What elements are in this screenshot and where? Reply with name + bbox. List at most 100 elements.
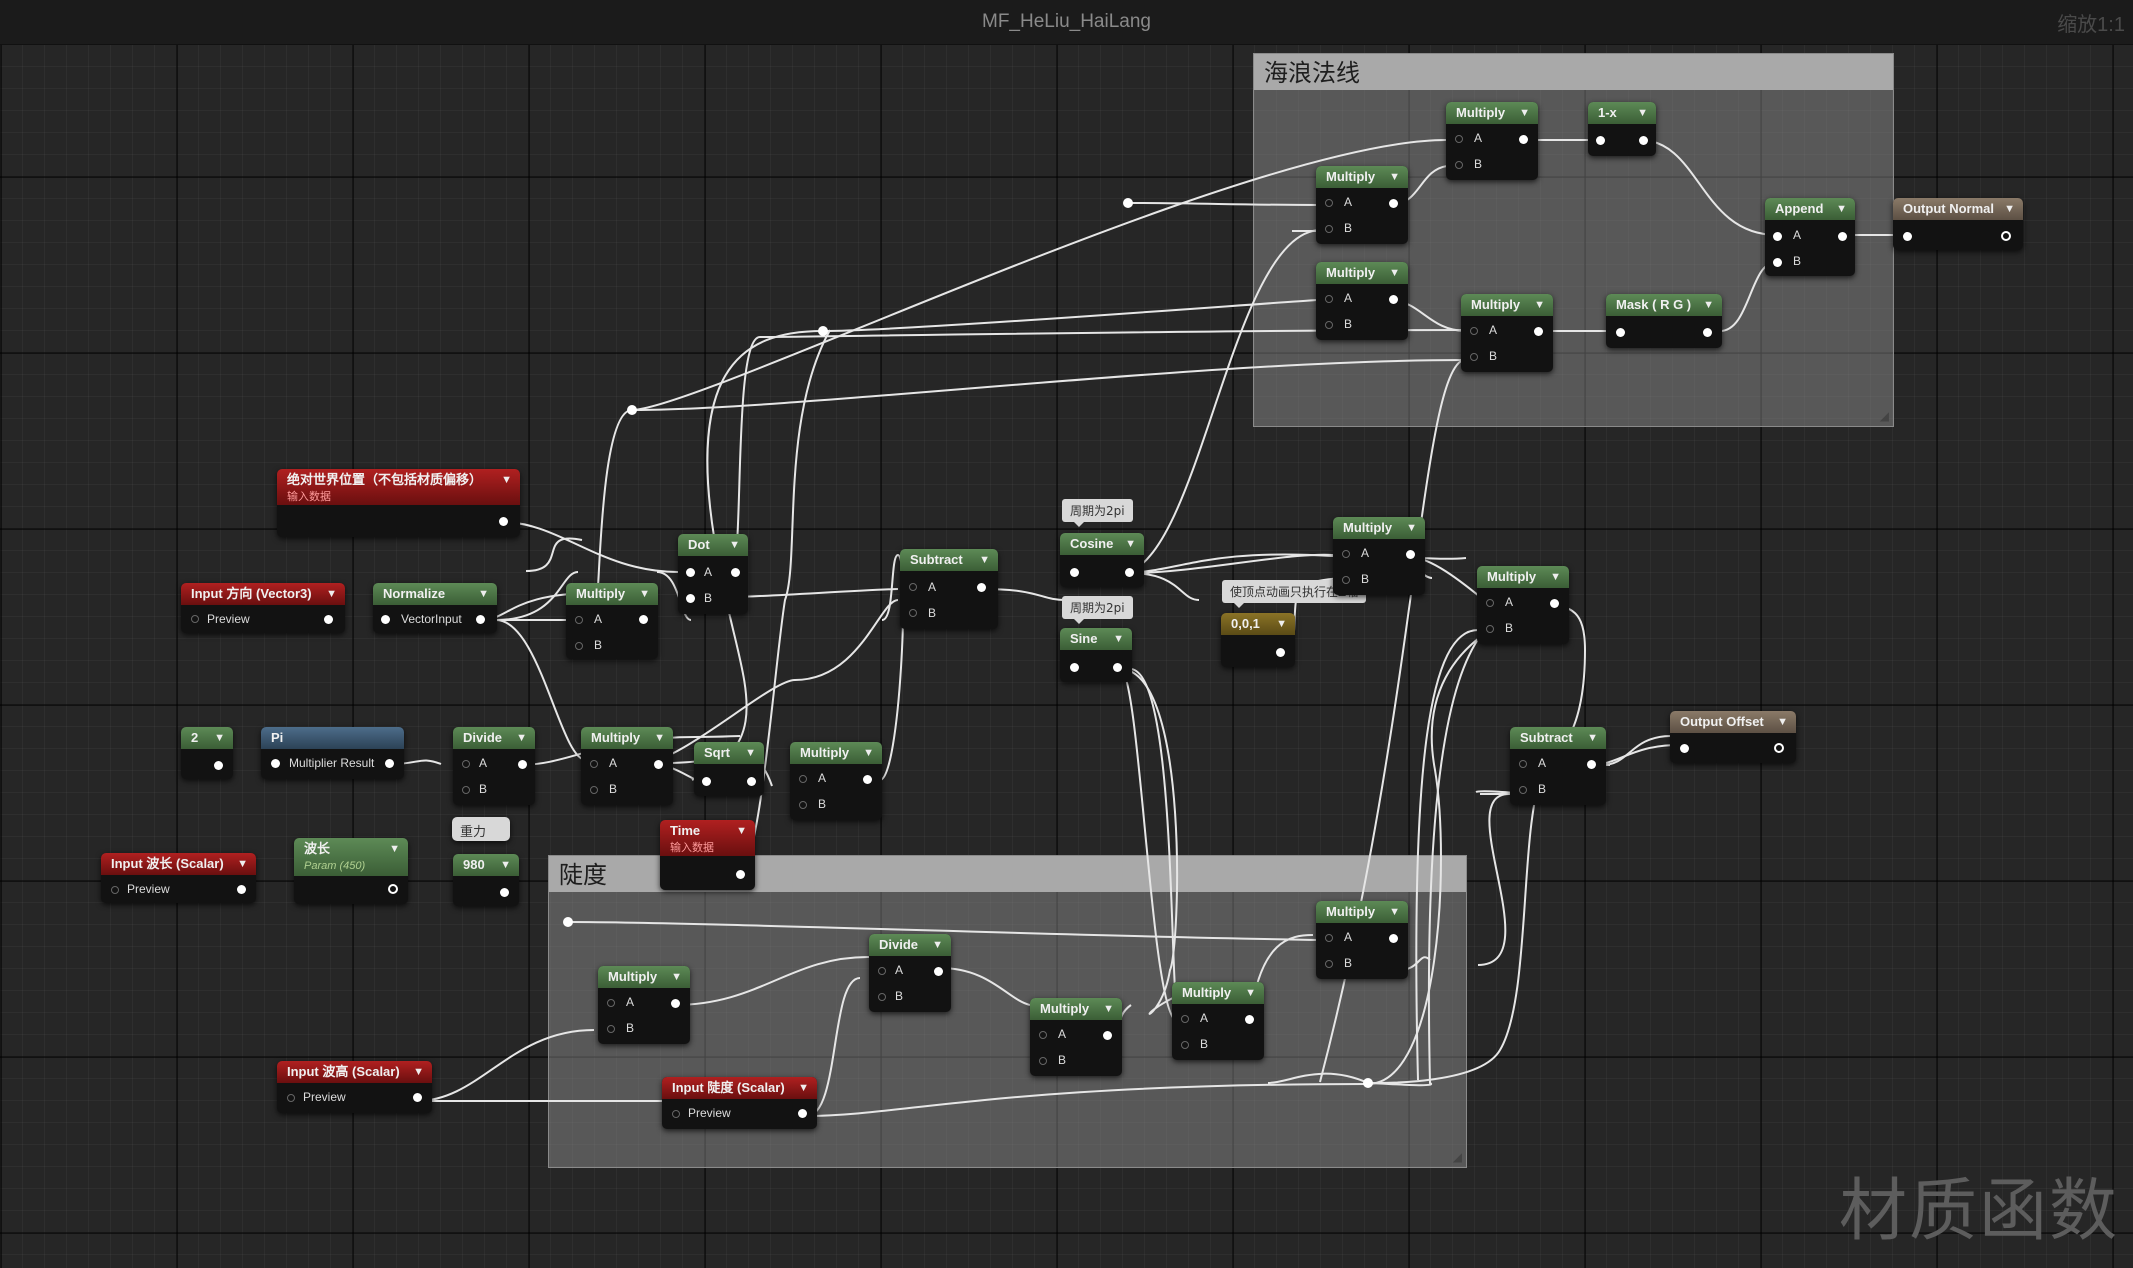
output-pin-icon[interactable] [1245, 1015, 1254, 1024]
multiply-node[interactable]: Multiply▼ A B [1477, 566, 1569, 644]
output-pin-icon[interactable] [413, 1093, 422, 1102]
output-pin-icon[interactable] [1838, 232, 1847, 241]
multiply-node[interactable]: Multiply▼ A B [1316, 166, 1408, 244]
collapse-arrow-icon[interactable]: ▼ [729, 534, 740, 556]
multiply-node[interactable]: Multiply▼ A B [1446, 102, 1538, 180]
multiply-node[interactable]: Multiply▼ A B [1172, 982, 1264, 1060]
collapse-arrow-icon[interactable]: ▼ [1276, 613, 1287, 635]
collapse-arrow-icon[interactable]: ▼ [501, 469, 512, 491]
output-pin-icon[interactable] [1389, 295, 1398, 304]
input-pin-icon[interactable] [1455, 161, 1463, 169]
wavelength-param-node[interactable]: 波长▼Param (450) [294, 838, 408, 904]
input-pin-icon[interactable] [1470, 353, 1478, 361]
collapse-arrow-icon[interactable]: ▼ [745, 742, 756, 764]
input-pin-icon[interactable] [575, 616, 583, 624]
output-pin-icon[interactable] [500, 888, 509, 897]
output-pin-icon[interactable] [654, 760, 663, 769]
sine-node[interactable]: Sine▼ [1060, 628, 1132, 682]
collapse-arrow-icon[interactable]: ▼ [1703, 294, 1714, 316]
collapse-arrow-icon[interactable]: ▼ [413, 1061, 424, 1083]
input-pin-icon[interactable] [1773, 232, 1782, 241]
divide-node[interactable]: Divide▼ A B [453, 727, 535, 805]
one-minus-node[interactable]: 1-x▼ [1588, 102, 1656, 156]
collapse-arrow-icon[interactable]: ▼ [500, 854, 511, 876]
input-steepness-node[interactable]: Input 陡度 (Scalar)▼ Preview [662, 1077, 817, 1129]
output-pin-icon[interactable] [1519, 135, 1528, 144]
input-pin-icon[interactable] [1519, 786, 1527, 794]
input-pin-icon[interactable] [1325, 960, 1333, 968]
multiply-node[interactable]: Multiply▼ A B [598, 966, 690, 1044]
collapse-arrow-icon[interactable]: ▼ [389, 838, 400, 860]
output-pin-icon[interactable] [977, 583, 986, 592]
pi-node[interactable]: Pi Multiplier Result [261, 727, 404, 779]
collapse-arrow-icon[interactable]: ▼ [1519, 102, 1530, 124]
collapse-arrow-icon[interactable]: ▼ [639, 583, 650, 605]
output-pin-icon[interactable] [1703, 328, 1712, 337]
constant-vector-node[interactable]: 0,0,1▼ [1221, 613, 1295, 667]
subtract-node[interactable]: Subtract▼ A B [900, 549, 998, 629]
input-pin-icon[interactable] [1070, 568, 1079, 577]
dot-product-node[interactable]: Dot▼ A B [678, 534, 748, 614]
output-pin-icon[interactable] [1550, 599, 1559, 608]
multiply-node[interactable]: Multiply▼ A B [1461, 294, 1553, 372]
collapse-arrow-icon[interactable]: ▼ [516, 727, 527, 749]
input-pin-icon[interactable] [462, 786, 470, 794]
output-pin-icon[interactable] [1389, 199, 1398, 208]
output-pin-icon[interactable] [1113, 663, 1122, 672]
output-pin-icon[interactable] [324, 615, 333, 624]
output-pin-icon[interactable] [731, 568, 740, 577]
multiply-node[interactable]: Multiply▼ A B [1333, 517, 1425, 595]
input-pin-icon[interactable] [799, 801, 807, 809]
input-pin-icon[interactable] [462, 760, 470, 768]
collapse-arrow-icon[interactable]: ▼ [1637, 102, 1648, 124]
input-pin-icon[interactable] [1325, 295, 1333, 303]
collapse-arrow-icon[interactable]: ▼ [1389, 166, 1400, 188]
collapse-arrow-icon[interactable]: ▼ [654, 727, 665, 749]
input-pin-icon[interactable] [1325, 321, 1333, 329]
collapse-arrow-icon[interactable]: ▼ [237, 853, 248, 875]
input-pin-icon[interactable] [909, 583, 917, 591]
output-pin-icon[interactable] [863, 775, 872, 784]
input-pin-icon[interactable] [607, 1025, 615, 1033]
absolute-world-position-node[interactable]: 绝对世界位置（不包括材质偏移）▼输入数据 [277, 469, 520, 537]
subtract-node[interactable]: Subtract▼ A B [1510, 727, 1606, 805]
input-pin-icon[interactable] [1039, 1057, 1047, 1065]
output-pin-icon[interactable] [671, 999, 680, 1008]
input-pin-icon[interactable] [1596, 136, 1605, 145]
output-pin-icon[interactable] [1534, 327, 1543, 336]
output-pin-icon[interactable] [1276, 648, 1285, 657]
input-pin-icon[interactable] [1519, 760, 1527, 768]
collapse-arrow-icon[interactable]: ▼ [671, 966, 682, 988]
collapse-arrow-icon[interactable]: ▼ [736, 820, 747, 842]
input-pin-icon[interactable] [1181, 1015, 1189, 1023]
collapse-arrow-icon[interactable]: ▼ [863, 742, 874, 764]
collapse-arrow-icon[interactable]: ▼ [2004, 198, 2015, 220]
collapse-arrow-icon[interactable]: ▼ [1587, 727, 1598, 749]
normalize-node[interactable]: Normalize▼ VectorInput [373, 583, 497, 633]
collapse-arrow-icon[interactable]: ▼ [979, 549, 990, 571]
input-pin-icon[interactable] [909, 609, 917, 617]
time-node[interactable]: Time▼输入数据 [660, 820, 755, 890]
output-pin-icon[interactable] [1774, 743, 1784, 753]
collapse-arrow-icon[interactable]: ▼ [1113, 628, 1124, 650]
output-pin-icon[interactable] [388, 884, 398, 894]
input-pin-icon[interactable] [381, 615, 390, 624]
collapse-arrow-icon[interactable]: ▼ [1389, 901, 1400, 923]
output-normal-node[interactable]: Output Normal▼ [1893, 198, 2023, 250]
collapse-arrow-icon[interactable]: ▼ [932, 934, 943, 956]
multiply-node[interactable]: Multiply▼ A B [1316, 262, 1408, 340]
output-pin-icon[interactable] [237, 885, 246, 894]
input-pin-icon[interactable] [590, 786, 598, 794]
input-pin-icon[interactable] [1903, 232, 1912, 241]
input-wave-height-node[interactable]: Input 波高 (Scalar)▼ Preview [277, 1061, 432, 1113]
input-pin-icon[interactable] [799, 775, 807, 783]
cosine-node[interactable]: Cosine▼ [1060, 533, 1144, 587]
output-pin-icon[interactable] [1406, 550, 1415, 559]
input-pin-icon[interactable] [590, 760, 598, 768]
output-pin-icon[interactable] [1639, 136, 1648, 145]
input-direction-node[interactable]: Input 方向 (Vector3)▼ Preview [181, 583, 345, 633]
input-pin-icon[interactable] [672, 1110, 680, 1118]
input-pin-icon[interactable] [1470, 327, 1478, 335]
input-pin-icon[interactable] [1342, 550, 1350, 558]
sqrt-node[interactable]: Sqrt▼ [694, 742, 764, 796]
